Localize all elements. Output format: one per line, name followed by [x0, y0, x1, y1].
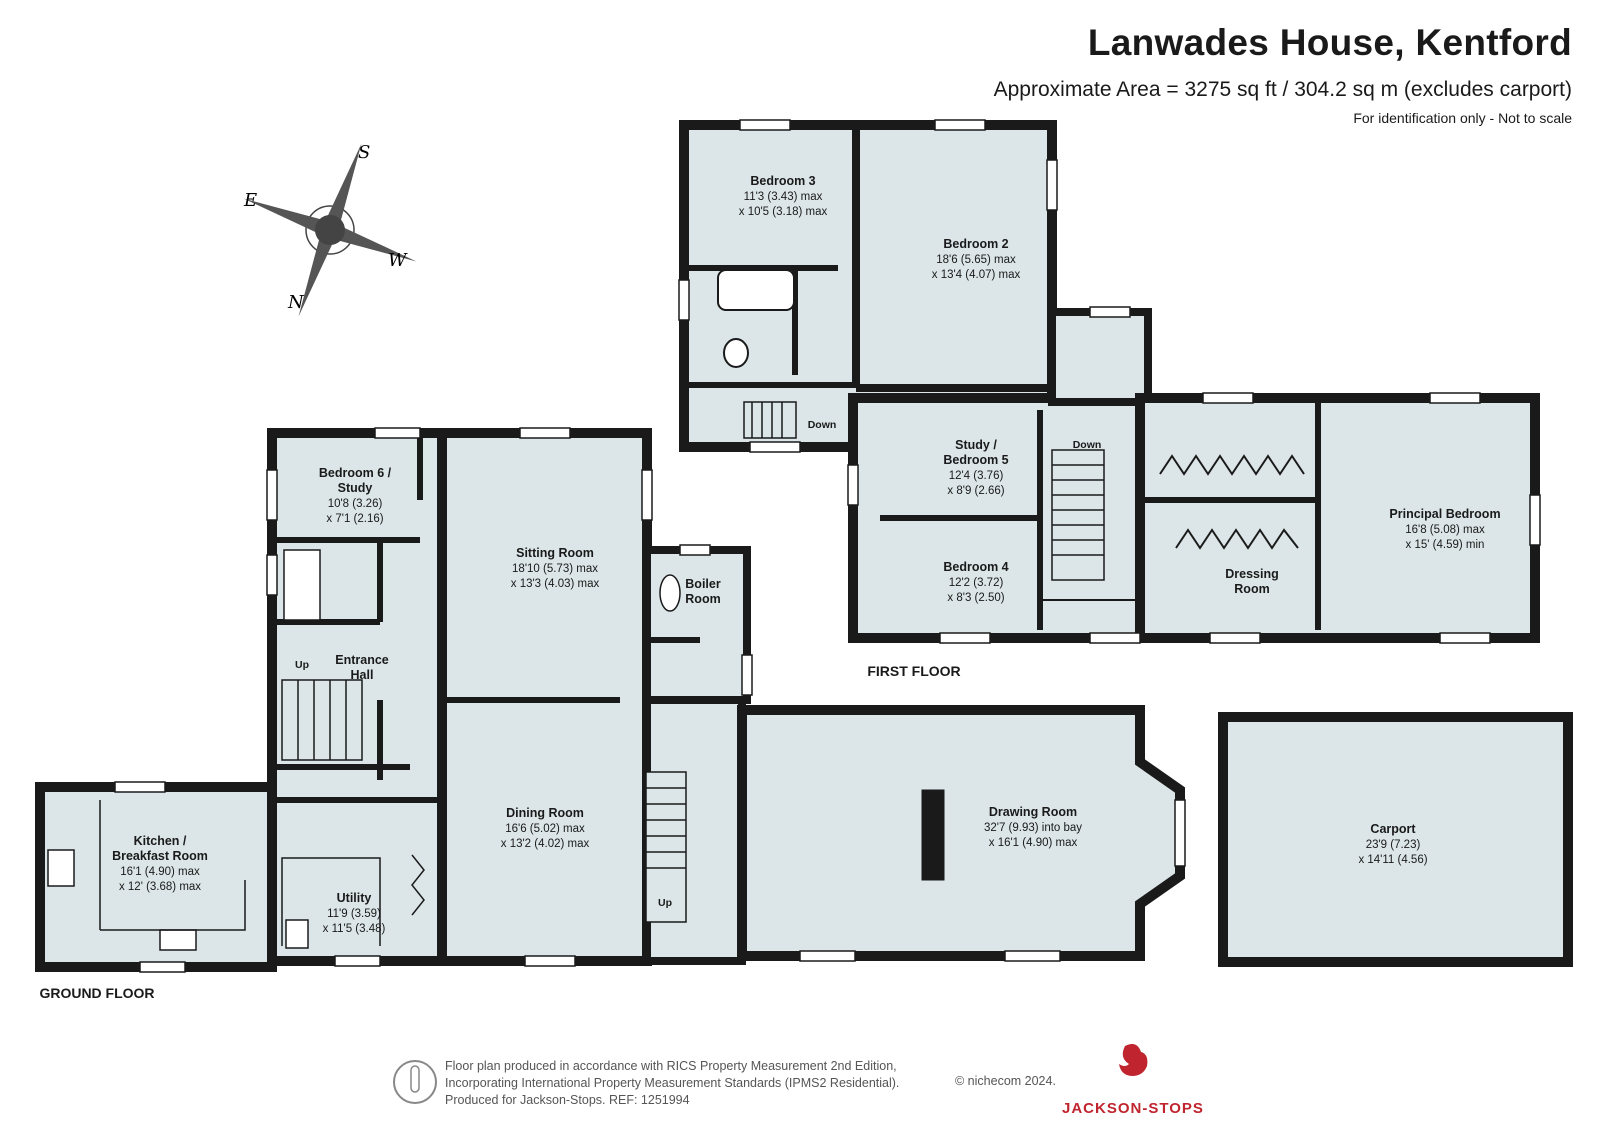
label-first-floor: FIRST FLOOR	[867, 663, 960, 679]
label-bedroom4: Bedroom 4	[943, 560, 1008, 574]
dim-drawing-b: x 16'1 (4.90) max	[989, 837, 1078, 849]
compass-e: E	[243, 190, 257, 211]
dim-study5-b: x 8'9 (2.66)	[947, 485, 1004, 497]
footer-line-3: Produced for Jackson-Stops. REF: 1251994	[445, 1093, 690, 1107]
dim-kitchen-a: 16'1 (4.90) max	[120, 866, 200, 878]
page-title: Lanwades House, Kentford	[1087, 22, 1572, 63]
labels-ground-floor: Bedroom 6 / Study 10'8 (3.26) x 7'1 (2.1…	[39, 466, 1427, 1001]
label-carport: Carport	[1370, 822, 1416, 836]
dim-bedroom4-a: 12'2 (3.72)	[949, 577, 1004, 589]
label-sitting: Sitting Room	[516, 546, 594, 560]
wing-carport	[1218, 712, 1573, 967]
compass-rose: S E W N	[243, 142, 417, 317]
wing-wc	[1048, 308, 1152, 406]
label-dining: Dining Room	[506, 806, 584, 820]
label-ground-floor: GROUND FLOOR	[39, 985, 154, 1001]
dim-bedroom2-b: x 13'4 (4.07) max	[932, 269, 1021, 281]
label-bedroom3: Bedroom 3	[750, 174, 815, 188]
labels-first-floor: Bedroom 3 11'3 (3.43) max x 10'5 (3.18) …	[739, 174, 1501, 679]
dim-bedroom3-a: 11'3 (3.43) max	[744, 191, 823, 203]
dim-study5-a: 12'4 (3.76)	[949, 470, 1004, 482]
dim-bedroom4-b: x 8'3 (2.50)	[947, 592, 1004, 604]
label-bedroom6-line2: Study	[338, 481, 373, 495]
label-bedroom6-line1: Bedroom 6 /	[319, 466, 392, 480]
dim-drawing-a: 32'7 (9.93) into bay	[984, 822, 1082, 834]
rics-logo	[393, 1060, 437, 1104]
dim-utility-a: 11'9 (3.59)	[327, 908, 381, 920]
footer-line-2: Incorporating International Property Mea…	[445, 1076, 900, 1090]
label-utility: Utility	[337, 891, 372, 905]
first-floor	[678, 119, 1541, 644]
dim-bedroom3-b: x 10'5 (3.18) max	[739, 206, 828, 218]
wing-kitchen	[35, 782, 277, 972]
label-study5-line1: Study /	[955, 438, 997, 452]
compass-w: W	[388, 250, 408, 271]
area-summary: Approximate Area = 3275 sq ft / 304.2 sq…	[993, 78, 1572, 101]
label-kitchen-line2: Breakfast Room	[112, 849, 208, 863]
header: Lanwades House, Kentford Approximate Are…	[994, 22, 1572, 126]
label-entrance-line1: Entrance	[335, 653, 389, 667]
compass-n: N	[287, 292, 305, 313]
wing-drawing	[737, 705, 1185, 961]
jackson-stops-crest-icon	[1119, 1044, 1148, 1076]
stairs-up-label-1: Up	[295, 659, 309, 671]
stairs-down-label-1: Down	[808, 419, 837, 431]
label-dressing-line2: Room	[1234, 582, 1269, 596]
scale-note: For identification only - Not to scale	[1353, 110, 1572, 126]
dim-bedroom6-b: x 7'1 (2.16)	[326, 513, 383, 525]
footer-line-1: Floor plan produced in accordance with R…	[445, 1059, 897, 1073]
dim-dining-b: x 13'2 (4.02) max	[501, 838, 590, 850]
ground-floor	[35, 427, 1573, 973]
label-bedroom2: Bedroom 2	[943, 237, 1008, 251]
dim-sitting-b: x 13'3 (4.03) max	[511, 578, 600, 590]
stairs-down-label-2: Down	[1073, 439, 1102, 451]
footer-text: Floor plan produced in accordance with R…	[445, 1058, 899, 1109]
label-boiler-line2: Room	[685, 592, 720, 606]
dim-utility-b: x 11'5 (3.48)	[323, 923, 386, 935]
label-kitchen-line1: Kitchen /	[134, 834, 187, 848]
dim-carport-b: x 14'11 (4.56)	[1358, 854, 1427, 866]
label-boiler-line1: Boiler	[685, 577, 721, 591]
wing-principal	[1135, 393, 1540, 643]
dim-carport-a: 23'9 (7.23)	[1366, 839, 1421, 851]
dim-kitchen-b: x 12' (3.68) max	[119, 881, 201, 893]
brand-logo-text: JACKSON-STOPS	[1062, 1100, 1204, 1117]
compass-s: S	[358, 142, 370, 163]
dim-bedroom6-a: 10'8 (3.26)	[328, 498, 383, 510]
stairs-up-label-2: Up	[658, 897, 672, 909]
dim-principal-b: x 15' (4.59) min	[1406, 539, 1485, 551]
label-entrance-line2: Hall	[351, 668, 374, 682]
dim-dining-a: 16'6 (5.02) max	[505, 823, 585, 835]
copyright: © nichecom 2024.	[955, 1074, 1056, 1088]
label-dressing-line1: Dressing	[1225, 567, 1279, 581]
dim-bedroom2-a: 18'6 (5.65) max	[936, 254, 1016, 266]
dim-sitting-a: 18'10 (5.73) max	[512, 563, 598, 575]
label-principal: Principal Bedroom	[1389, 507, 1500, 521]
dim-principal-a: 16'8 (5.08) max	[1405, 524, 1485, 536]
wing-boiler	[643, 546, 751, 704]
label-study5-line2: Bedroom 5	[943, 453, 1008, 467]
label-drawing: Drawing Room	[989, 805, 1077, 819]
